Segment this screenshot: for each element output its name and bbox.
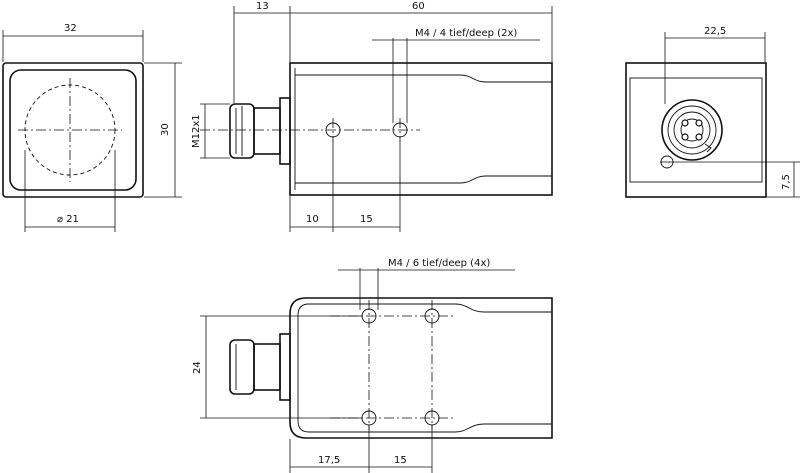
side-body-length-label: 60 <box>412 1 425 12</box>
side-housing-top-step <box>459 74 552 83</box>
top-housing-inner-top <box>309 303 552 313</box>
end-key-notch <box>704 143 712 153</box>
front-width-label: 32 <box>64 23 77 34</box>
front-diameter-label: ⌀ 21 <box>57 214 79 225</box>
side-hole-callout: M4 / 4 tief/deep (2x) <box>415 28 517 39</box>
top-housing-inner-bottom <box>309 423 552 433</box>
side-thread-label: M12x1 <box>191 114 202 148</box>
end-connector-outer <box>661 99 723 161</box>
top-hole-offset-2-label: 15 <box>394 455 407 466</box>
top-connector-nut <box>229 339 255 395</box>
top-housing <box>289 297 553 439</box>
side-view: M4 / 4 tief/deep (2x) 13 60 M12x1 10 15 <box>191 1 553 232</box>
top-height-label: 24 <box>192 361 203 374</box>
side-connector-length-label: 13 <box>256 1 269 12</box>
end-pin-4 <box>695 133 703 141</box>
end-inner-outline <box>629 77 763 183</box>
end-height-label: 7,5 <box>781 174 792 190</box>
end-housing <box>625 62 767 198</box>
end-view: 22,5 7,5 <box>625 26 800 198</box>
side-housing-bottom-step <box>459 175 552 184</box>
top-connector-body <box>253 343 281 391</box>
end-pin-3 <box>681 133 689 141</box>
side-housing <box>289 62 553 196</box>
end-pin-1 <box>681 119 689 127</box>
end-pin-2 <box>695 119 703 127</box>
side-hole-offset-2-label: 15 <box>360 214 373 225</box>
side-connector-body <box>253 107 281 155</box>
side-connector-flange <box>279 97 291 165</box>
end-connector-insert <box>680 118 704 142</box>
end-connector-ring <box>667 105 717 155</box>
end-width-label: 22,5 <box>704 26 726 37</box>
side-hole-offset-1-label: 10 <box>306 214 319 225</box>
end-connector-ring-inner <box>673 111 711 149</box>
front-inner-outline <box>9 69 137 191</box>
top-hole-callout: M4 / 6 tief/deep (4x) <box>388 258 490 269</box>
top-housing-inner-left <box>297 303 310 433</box>
front-height-label: 30 <box>160 123 171 136</box>
front-outer-outline <box>2 62 144 198</box>
front-view: 32 30 ⌀ 21 <box>2 23 182 232</box>
top-view: M4 / 6 tief/deep (4x) 24 17,5 15 <box>192 258 553 473</box>
top-connector-flange <box>279 333 291 401</box>
top-hole-offset-1-label: 17,5 <box>318 455 340 466</box>
